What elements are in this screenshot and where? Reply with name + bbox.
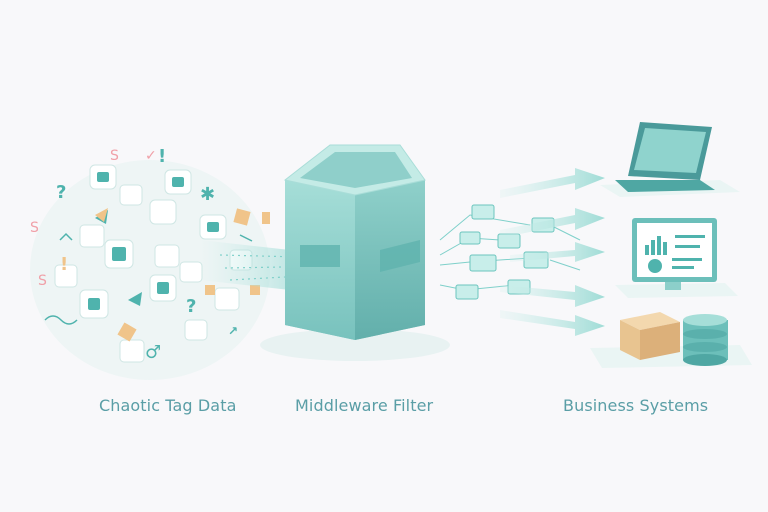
svg-text:S: S <box>110 148 119 164</box>
svg-text:!: ! <box>60 254 68 275</box>
chaotic-tag-cloud: ?! ✱ ?! ↗ ♂ S ✓ S S <box>30 146 270 380</box>
laptop-icon <box>600 122 740 197</box>
svg-text:↗: ↗ <box>228 324 238 338</box>
svg-text:✱: ✱ <box>200 184 215 205</box>
svg-text:?: ? <box>186 296 196 317</box>
svg-text:!: ! <box>158 146 166 167</box>
svg-text:S: S <box>38 273 47 289</box>
svg-text:?: ? <box>56 182 66 203</box>
dashboard-monitor-icon <box>615 218 738 298</box>
business-systems-label: Business Systems <box>563 396 709 415</box>
middleware-box <box>260 144 450 361</box>
middleware-filter-label: Middleware Filter <box>295 396 434 415</box>
inventory-database-icon <box>590 312 752 368</box>
svg-text:✓: ✓ <box>145 148 157 164</box>
svg-text:S: S <box>30 220 39 236</box>
output-arrows <box>500 168 605 336</box>
chaotic-tag-data-label: Chaotic Tag Data <box>99 396 237 415</box>
svg-text:♂: ♂ <box>145 342 161 363</box>
